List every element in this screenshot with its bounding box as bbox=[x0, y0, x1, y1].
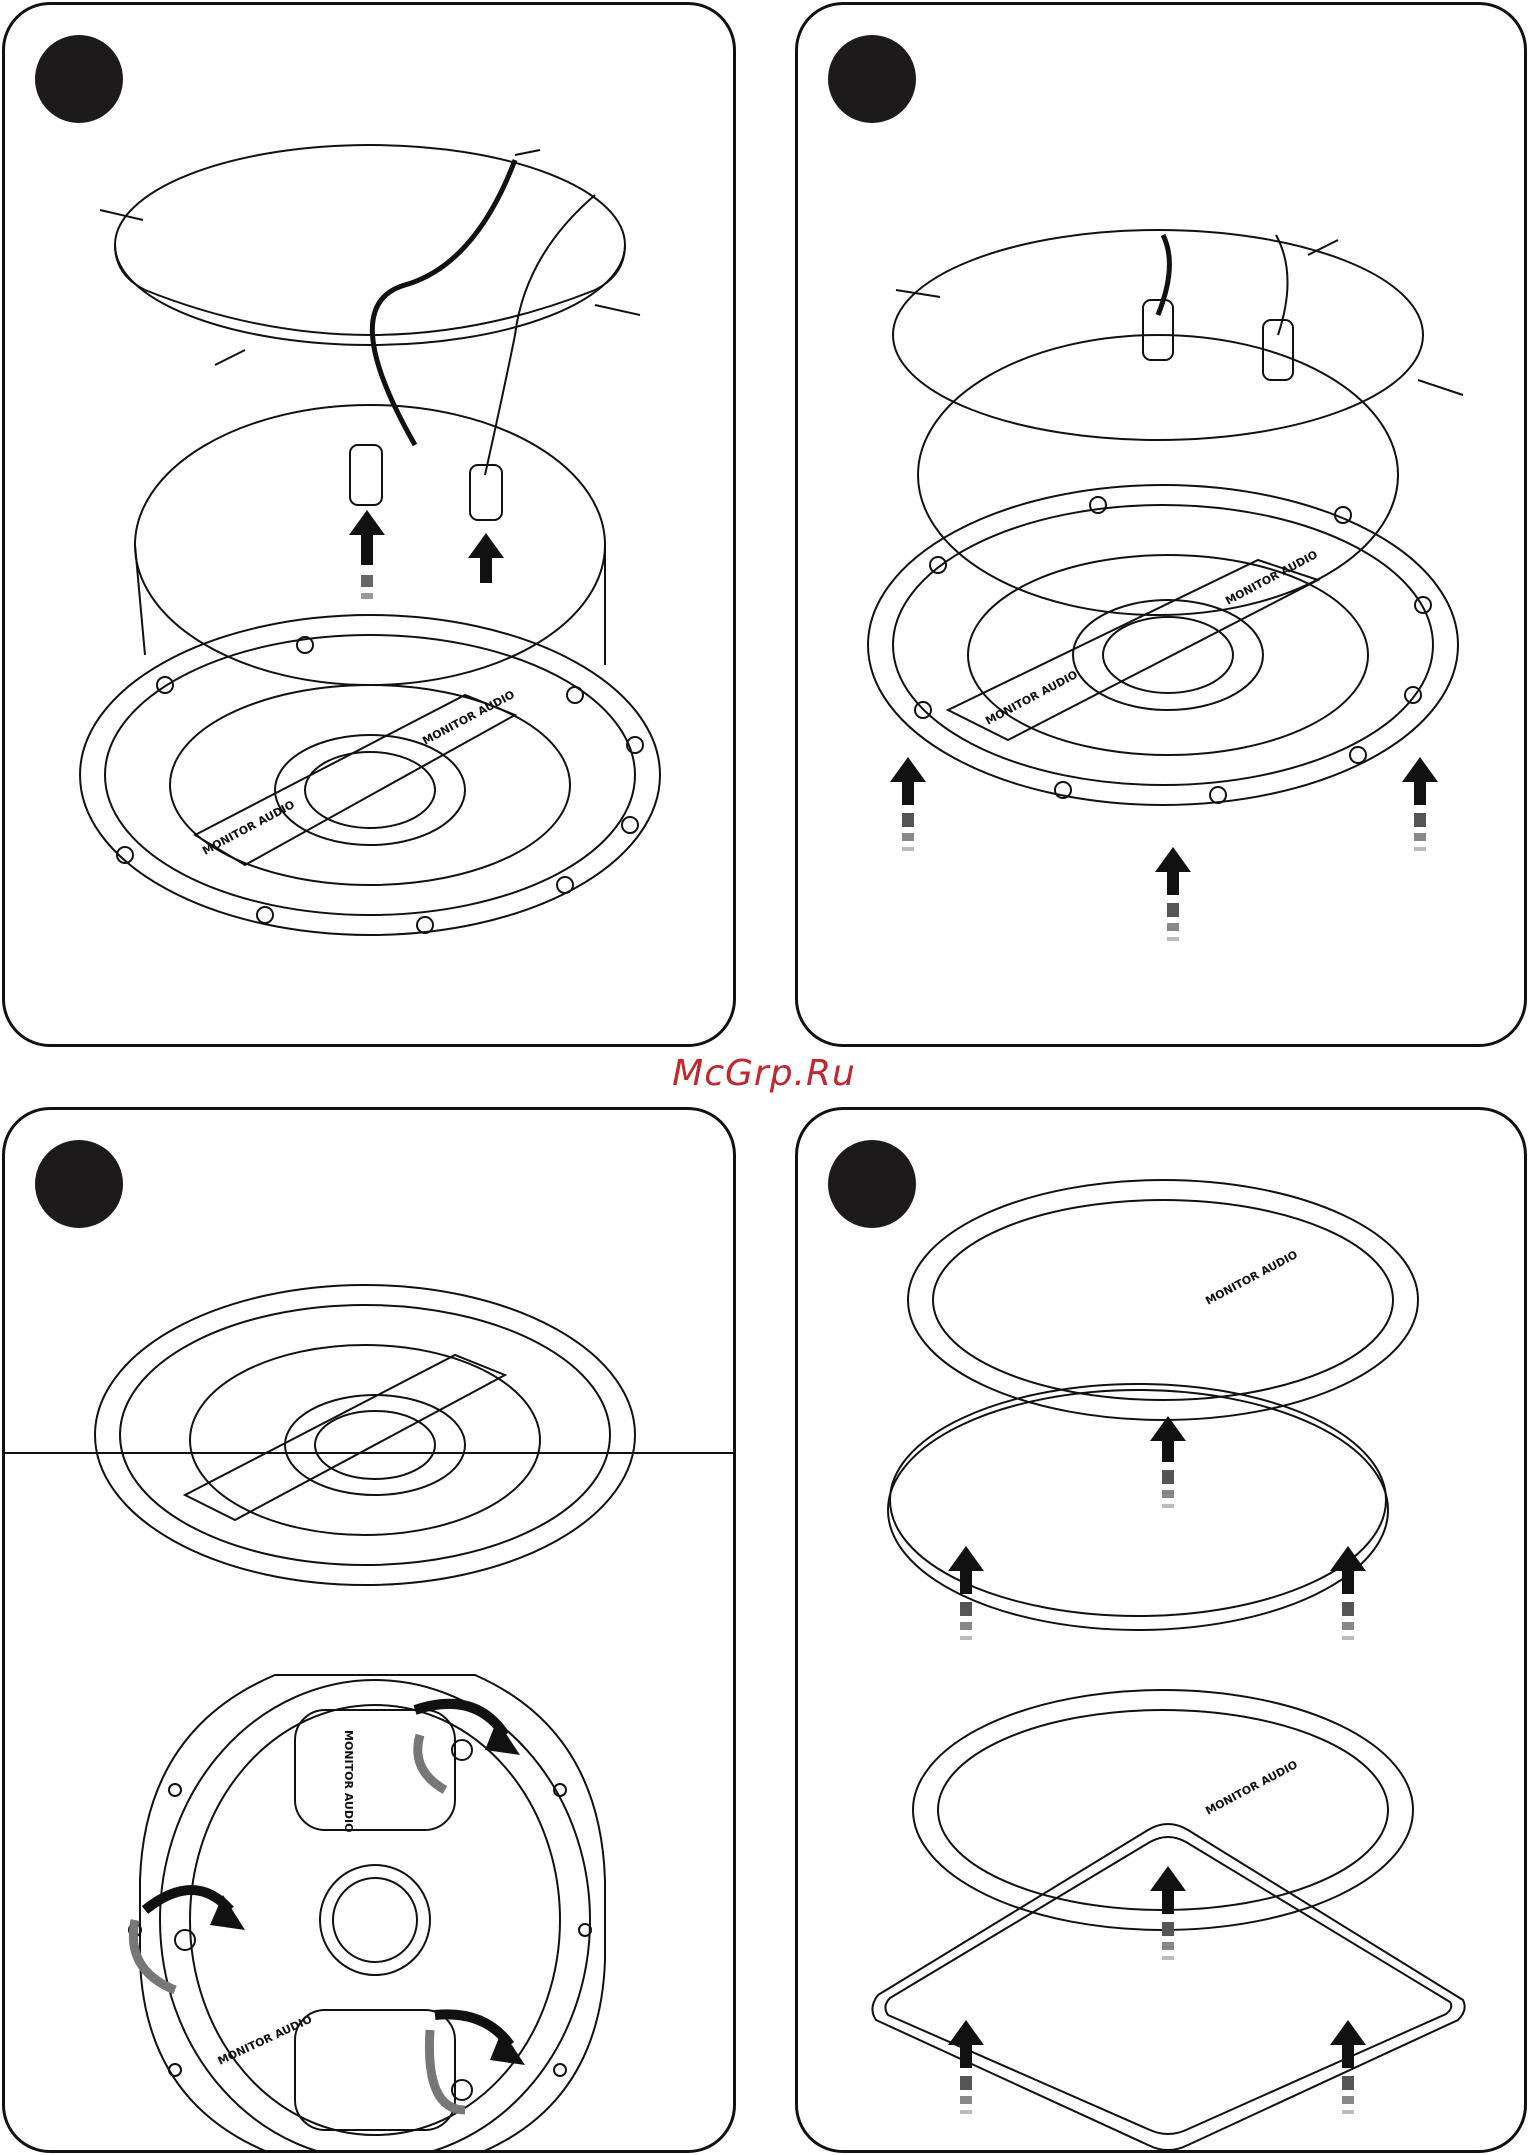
speaker-fitted-illustration: MONITOR AUDIO MONITOR AUDIO bbox=[5, 1110, 736, 2153]
speaker-baffle bbox=[95, 1285, 635, 1585]
brand-label: MONITOR AUDIO bbox=[1203, 1758, 1300, 1818]
brand-label: MONITOR AUDIO bbox=[216, 2013, 314, 2068]
watermark: McGrp.Ru bbox=[0, 1053, 1528, 1094]
speaker-removal-illustration: MONITOR AUDIO MONITOR AUDIO bbox=[5, 5, 736, 1047]
push-up-arrow-icon bbox=[948, 1546, 984, 1640]
rotate-clockwise-arrow-icon bbox=[415, 1704, 520, 1790]
push-up-arrow-icon bbox=[1155, 847, 1191, 941]
rotate-clockwise-arrow-icon bbox=[429, 2014, 525, 2110]
push-up-arrow-icon bbox=[349, 510, 385, 599]
speaker-cable-black bbox=[1158, 235, 1169, 315]
brand-label: MONITOR AUDIO bbox=[1203, 1248, 1300, 1308]
push-up-arrow-icon bbox=[1402, 757, 1438, 851]
step-2-panel: MONITOR AUDIO MONITOR AUDIO bbox=[795, 2, 1527, 1047]
speaker-baffle bbox=[868, 485, 1458, 805]
push-up-arrow-icon bbox=[1150, 1416, 1186, 1508]
push-up-arrow-icon bbox=[1330, 1546, 1366, 1640]
brand-label: MONITOR AUDIO bbox=[983, 668, 1080, 728]
step-3-panel: MONITOR AUDIO MONITOR AUDIO bbox=[2, 1107, 736, 2153]
grille-fitting-illustration: MONITOR AUDIO MONITOR AUDIO bbox=[798, 1110, 1527, 2153]
brand-label: MONITOR AUDIO bbox=[342, 1730, 355, 1832]
push-up-arrow-icon bbox=[890, 757, 926, 851]
speaker-cable-white bbox=[485, 195, 595, 475]
speaker-insertion-illustration: MONITOR AUDIO MONITOR AUDIO bbox=[798, 5, 1527, 1047]
step-4-panel: MONITOR AUDIO MONITOR AUDIO bbox=[795, 1107, 1527, 2153]
step-1-panel: MONITOR AUDIO MONITOR AUDIO bbox=[2, 2, 736, 1047]
push-up-arrow-icon bbox=[1330, 2020, 1366, 2114]
push-up-arrow-icon bbox=[1150, 1866, 1186, 1960]
speaker-cable-black bbox=[372, 160, 515, 445]
push-up-arrow-icon bbox=[468, 533, 504, 583]
rotate-clockwise-arrow-icon bbox=[133, 1890, 245, 1990]
